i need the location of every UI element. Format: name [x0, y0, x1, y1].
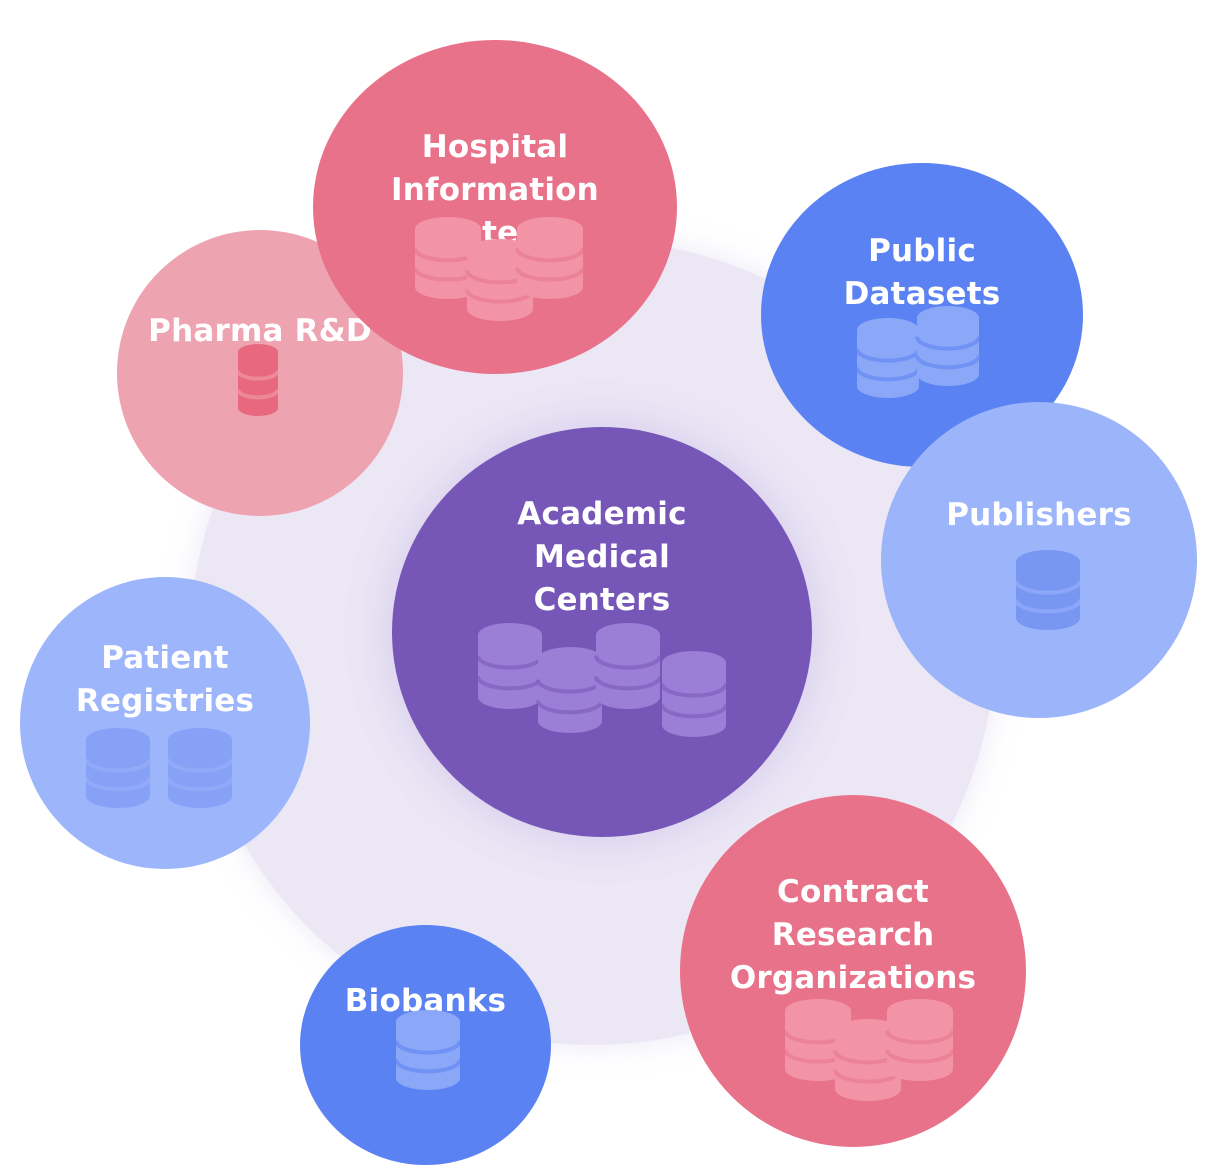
database-icon: [476, 623, 544, 709]
node-biobanks: Biobanks: [300, 925, 551, 1165]
database-icon: [1014, 550, 1082, 630]
node-label: Patient Registries: [75, 640, 255, 719]
node-publishers: Publishers: [881, 402, 1197, 718]
node-contract-research-organizations: Contract Research Organizations: [680, 795, 1026, 1147]
database-icon: [84, 728, 152, 808]
database-stack-icon: [394, 1010, 462, 1090]
database-stack-icon: [84, 728, 234, 808]
database-icon: [236, 344, 280, 416]
database-icon: [885, 999, 955, 1081]
database-icon: [536, 647, 604, 733]
database-icon: [594, 623, 662, 709]
database-icon: [833, 1019, 903, 1101]
database-icon: [855, 318, 921, 398]
database-stack-icon: [476, 623, 728, 737]
node-label: Public Datasets: [843, 233, 1001, 312]
database-icon: [166, 728, 234, 808]
database-stack-icon: [1014, 550, 1082, 630]
node-label: Hospital Information Systems: [391, 129, 599, 251]
node-label: Pharma R&D: [148, 313, 372, 349]
node-hospital-information-systems: Hospital Information Systems: [313, 40, 677, 374]
node-academic-medical-centers: Academic Medical Centers: [392, 427, 812, 837]
node-label: Biobanks: [344, 983, 507, 1019]
node-patient-registries: Patient Registries: [20, 577, 310, 869]
node-label: Academic Medical Centers: [517, 496, 687, 618]
node-label: Publishers: [946, 497, 1132, 533]
database-icon: [660, 651, 728, 737]
database-icon: [915, 306, 981, 386]
database-icon: [783, 999, 853, 1081]
node-label: Contract Research Organizations: [729, 874, 977, 996]
